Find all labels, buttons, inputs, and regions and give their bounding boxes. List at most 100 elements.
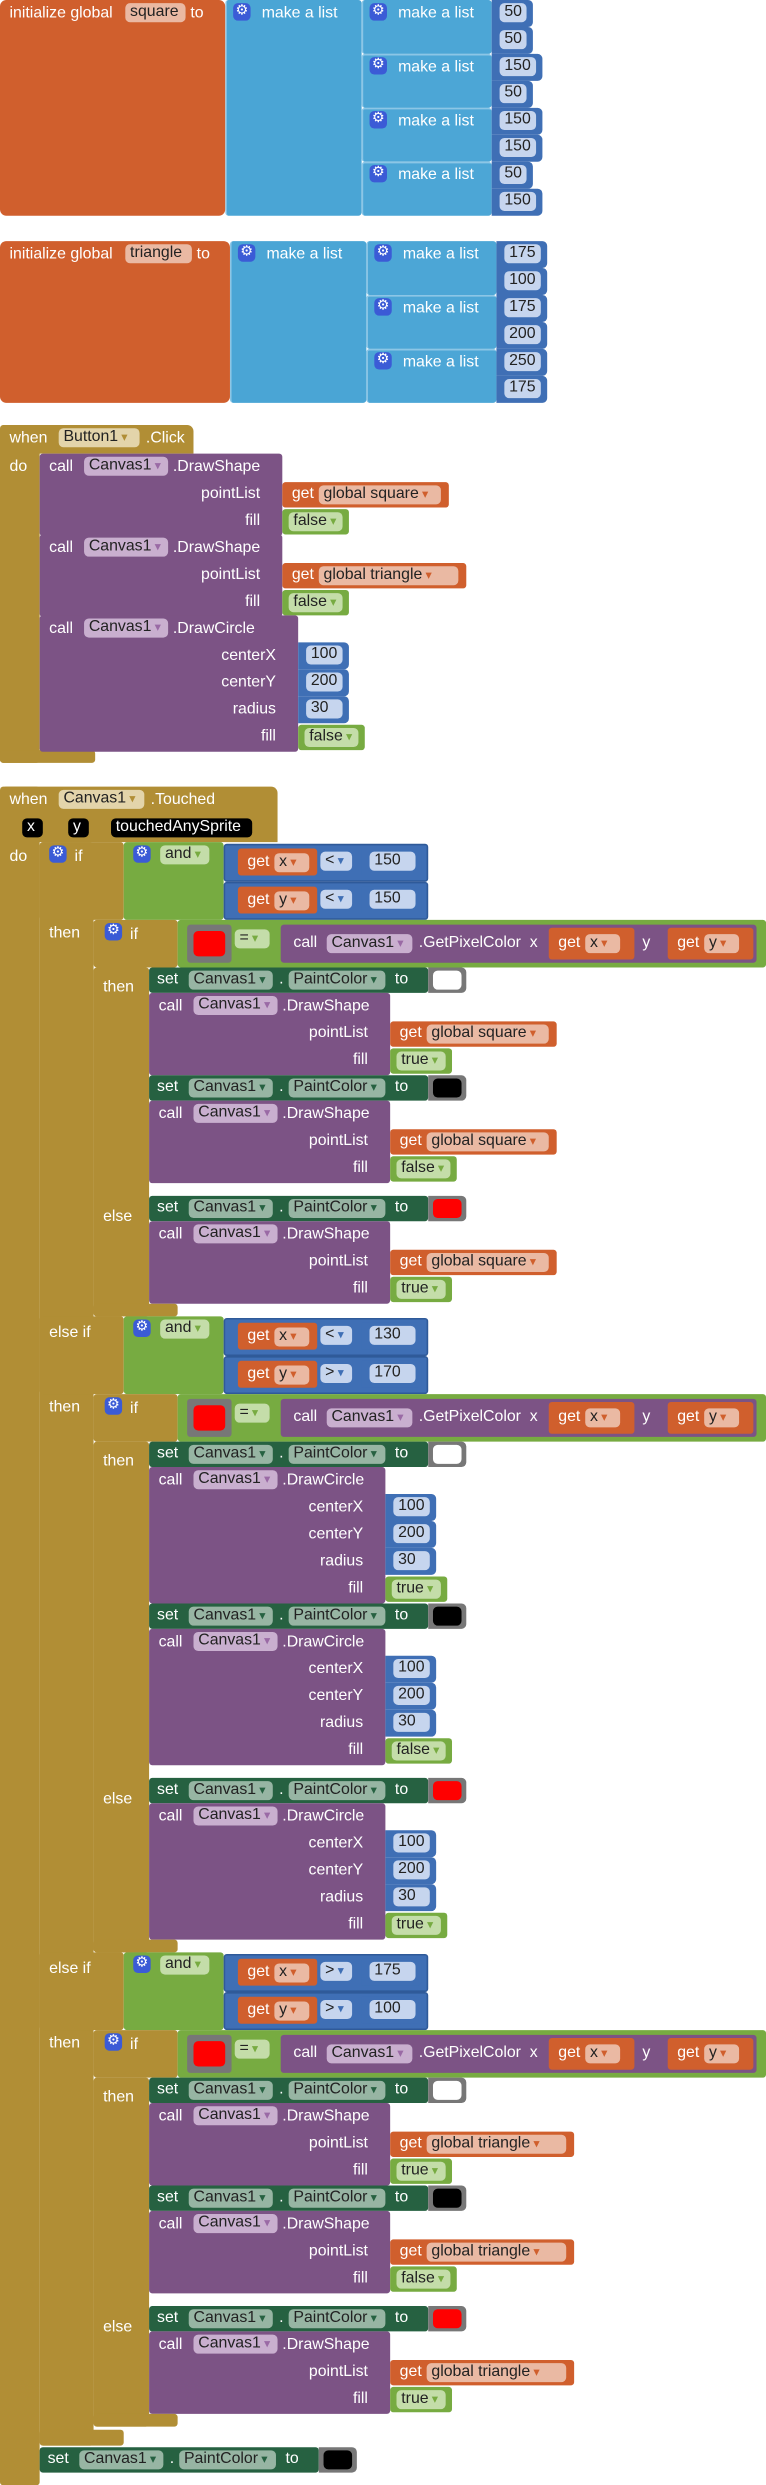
color-swatch[interactable]: [193, 930, 226, 957]
mutator-gear-icon[interactable]: ⚙: [133, 845, 151, 863]
variable-dropdown[interactable]: y▾: [704, 1408, 740, 1428]
component-dropdown[interactable]: Canvas1▾: [188, 2080, 273, 2100]
component-dropdown[interactable]: Canvas1▾: [193, 1224, 278, 1244]
component-dropdown[interactable]: Canvas1▾: [188, 1606, 273, 1626]
number-field[interactable]: 100: [306, 645, 343, 665]
number-field[interactable]: 100: [393, 1658, 430, 1678]
global-name-field[interactable]: triangle: [125, 244, 192, 264]
boolean-dropdown[interactable]: true▾: [396, 1051, 446, 1071]
property-dropdown[interactable]: PaintColor▾: [288, 2080, 386, 2100]
number-field[interactable]: 200: [393, 1524, 430, 1544]
property-dropdown[interactable]: PaintColor▾: [288, 1444, 386, 1464]
component-dropdown[interactable]: Canvas1▾: [193, 1806, 278, 1826]
variable-dropdown[interactable]: x▾: [274, 1326, 310, 1346]
mutator-gear-icon[interactable]: ⚙: [374, 352, 392, 370]
variable-dropdown[interactable]: y▾: [274, 2000, 310, 2020]
component-dropdown[interactable]: Canvas1▾: [188, 1444, 273, 1464]
number-field[interactable]: 150: [499, 191, 537, 211]
event-parameter[interactable]: y: [68, 818, 89, 838]
number-field[interactable]: 50: [499, 84, 527, 104]
component-dropdown[interactable]: Canvas1▾: [326, 2044, 413, 2064]
variable-dropdown[interactable]: x▾: [274, 852, 310, 872]
number-field[interactable]: 50: [499, 30, 527, 50]
mutator-gear-icon[interactable]: ⚙: [374, 298, 392, 316]
component-dropdown[interactable]: Canvas1▾: [84, 537, 169, 557]
number-field[interactable]: 50: [499, 3, 527, 23]
logic-operator-dropdown[interactable]: and▾: [160, 1955, 210, 1975]
compare-operator-dropdown[interactable]: >▾: [320, 1363, 353, 1383]
number-field[interactable]: 150: [369, 889, 416, 909]
mutator-gear-icon[interactable]: ⚙: [233, 3, 251, 21]
variable-dropdown[interactable]: x▾: [585, 2044, 621, 2064]
compare-operator-dropdown[interactable]: <▾: [320, 1325, 353, 1345]
property-dropdown[interactable]: PaintColor▾: [288, 1078, 386, 1098]
mutator-gear-icon[interactable]: ⚙: [237, 244, 256, 262]
boolean-dropdown[interactable]: false▾: [396, 1159, 451, 1179]
equals-operator-dropdown[interactable]: =▾: [234, 929, 270, 949]
variable-dropdown[interactable]: x▾: [585, 934, 621, 954]
variable-dropdown[interactable]: global triangle▾: [318, 566, 459, 586]
number-field[interactable]: 30: [306, 699, 343, 719]
component-dropdown[interactable]: Canvas1▾: [79, 2450, 164, 2470]
compare-operator-dropdown[interactable]: <▾: [320, 889, 353, 909]
number-field[interactable]: 175: [504, 379, 541, 399]
event-parameter[interactable]: touchedAnySprite: [111, 818, 253, 838]
variable-dropdown[interactable]: y▾: [274, 1364, 310, 1384]
component-dropdown[interactable]: Canvas1▾: [193, 1103, 278, 1123]
mutator-gear-icon[interactable]: ⚙: [369, 57, 387, 75]
color-swatch[interactable]: [432, 2309, 462, 2329]
mutator-gear-icon[interactable]: ⚙: [369, 111, 387, 129]
boolean-dropdown[interactable]: true▾: [396, 2390, 446, 2410]
component-dropdown[interactable]: Canvas1▾: [84, 618, 169, 638]
component-dropdown[interactable]: Canvas1▾: [326, 934, 413, 954]
variable-dropdown[interactable]: global triangle▾: [426, 2134, 567, 2154]
number-field[interactable]: 175: [504, 298, 541, 318]
equals-operator-dropdown[interactable]: =▾: [234, 2039, 270, 2059]
component-dropdown[interactable]: Canvas1▾: [193, 2334, 278, 2354]
color-swatch[interactable]: [432, 970, 462, 990]
component-dropdown[interactable]: Canvas1▾: [193, 2106, 278, 2126]
component-dropdown[interactable]: Canvas1▾: [188, 2188, 273, 2208]
global-name-field[interactable]: square: [125, 3, 186, 23]
variable-dropdown[interactable]: y▾: [704, 2044, 740, 2064]
number-field[interactable]: 30: [393, 1712, 430, 1732]
number-field[interactable]: 100: [393, 1497, 430, 1517]
number-field[interactable]: 130: [369, 1325, 416, 1345]
variable-dropdown[interactable]: y▾: [274, 890, 310, 910]
equals-operator-dropdown[interactable]: =▾: [234, 1403, 270, 1423]
event-parameter[interactable]: x: [22, 818, 43, 838]
number-field[interactable]: 30: [393, 1551, 430, 1571]
number-field[interactable]: 30: [393, 1887, 430, 1907]
compare-operator-dropdown[interactable]: >▾: [320, 1961, 353, 1981]
mutator-gear-icon[interactable]: ⚙: [374, 244, 392, 262]
boolean-dropdown[interactable]: false▾: [288, 512, 343, 532]
mutator-gear-icon[interactable]: ⚙: [104, 2033, 123, 2051]
variable-dropdown[interactable]: x▾: [585, 1408, 621, 1428]
boolean-dropdown[interactable]: false▾: [391, 1741, 446, 1761]
component-dropdown[interactable]: Canvas1▾: [188, 2309, 273, 2329]
boolean-dropdown[interactable]: true▾: [396, 2161, 446, 2181]
component-dropdown[interactable]: Canvas1▾: [193, 1631, 278, 1652]
number-field[interactable]: 200: [393, 1860, 430, 1880]
mutator-gear-icon[interactable]: ⚙: [49, 845, 67, 863]
mutator-gear-icon[interactable]: ⚙: [104, 1397, 123, 1415]
number-field[interactable]: 170: [369, 1363, 416, 1383]
color-swatch[interactable]: [432, 1199, 462, 1219]
mutator-gear-icon[interactable]: ⚙: [133, 1319, 151, 1337]
number-field[interactable]: 150: [499, 137, 537, 158]
boolean-dropdown[interactable]: false▾: [304, 727, 359, 748]
variable-dropdown[interactable]: y▾: [704, 934, 740, 954]
color-swatch[interactable]: [432, 1606, 462, 1626]
mutator-gear-icon[interactable]: ⚙: [369, 3, 387, 21]
number-field[interactable]: 150: [369, 851, 416, 871]
logic-operator-dropdown[interactable]: and▾: [160, 1319, 210, 1339]
compare-operator-dropdown[interactable]: <▾: [320, 851, 353, 871]
compare-operator-dropdown[interactable]: >▾: [320, 1999, 353, 2019]
boolean-dropdown[interactable]: false▾: [288, 593, 343, 613]
component-dropdown[interactable]: Canvas1▾: [326, 1408, 413, 1428]
component-dropdown[interactable]: Canvas1▾: [193, 996, 278, 1016]
variable-dropdown[interactable]: global triangle▾: [426, 2242, 567, 2262]
property-dropdown[interactable]: PaintColor▾: [288, 1606, 386, 1626]
color-swatch[interactable]: [432, 2188, 462, 2208]
mutator-gear-icon[interactable]: ⚙: [369, 164, 387, 183]
